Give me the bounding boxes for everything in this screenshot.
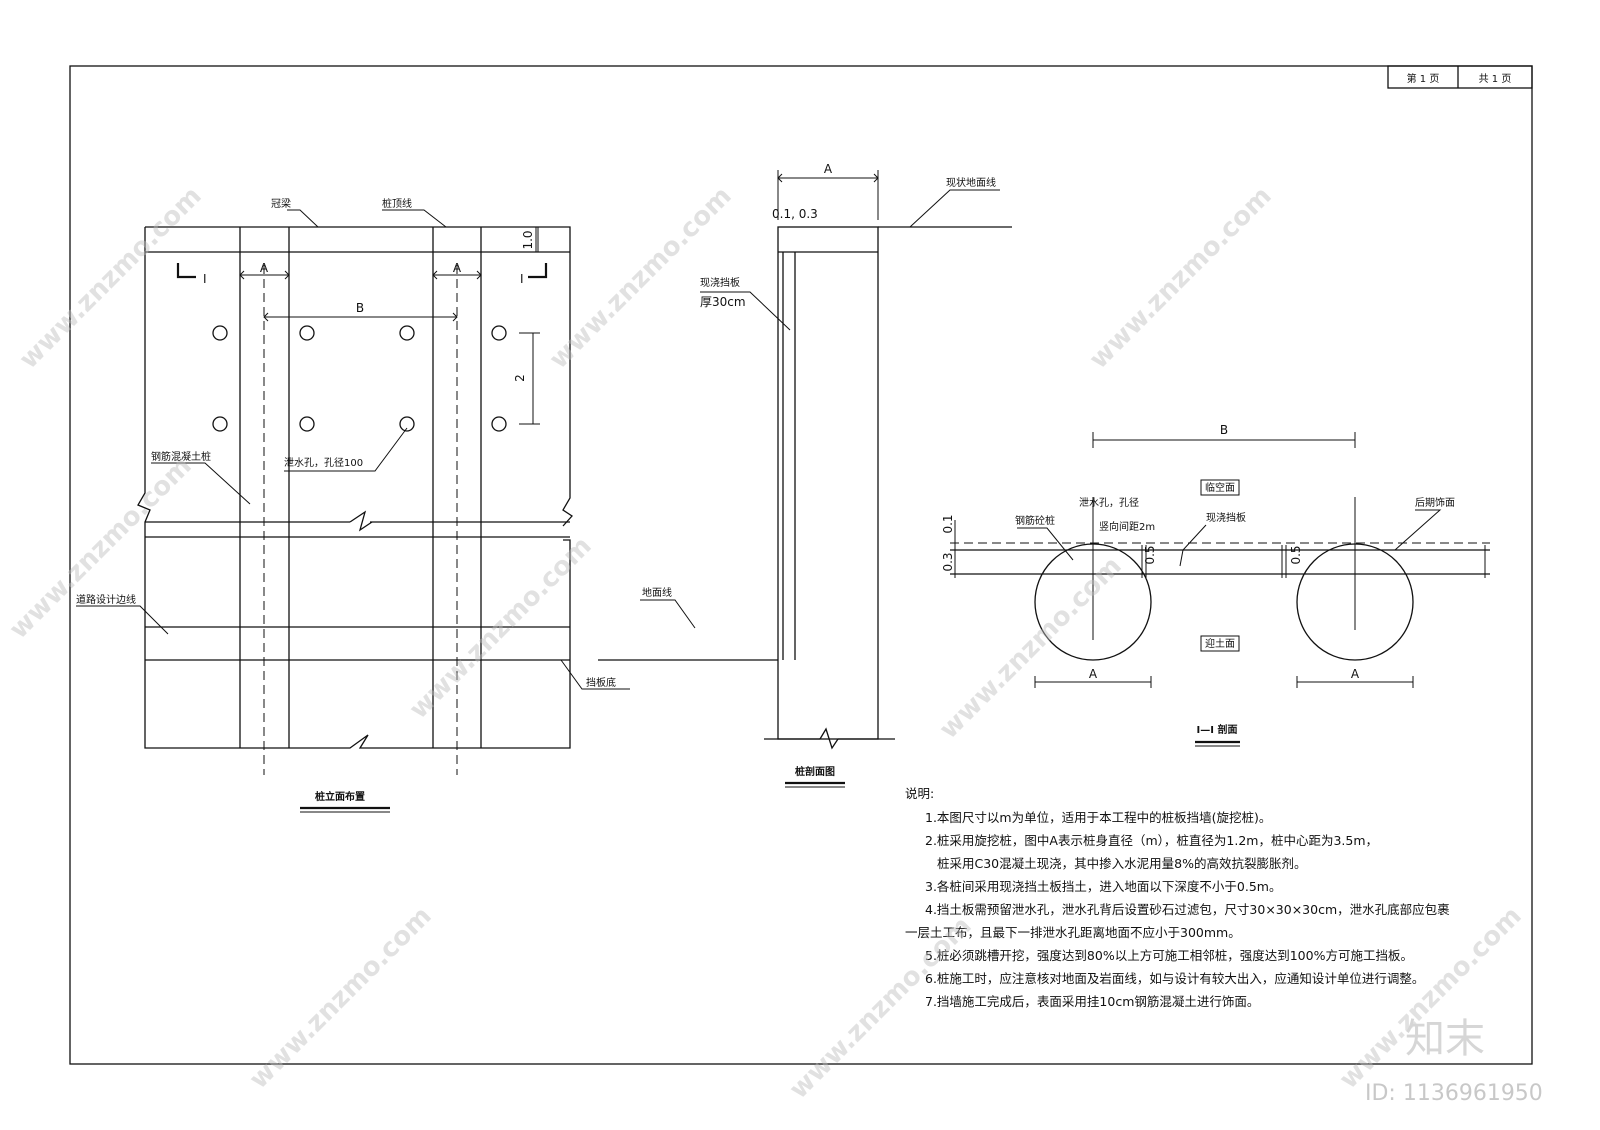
watermark-text: www.znzmo.com bbox=[4, 451, 198, 645]
label-rc-pile: 钢筋混凝土桩 bbox=[151, 450, 211, 463]
drain-hole bbox=[212, 325, 228, 341]
plan-section: B A A 0.1 0.3 0.5 0.5 钢筋砼桩 泄水孔，孔径 竖向间距2m… bbox=[941, 423, 1490, 747]
dim-section-small: 0.1, 0.3 bbox=[772, 207, 818, 221]
section-mark-left: I bbox=[203, 272, 207, 286]
note-line: 3.各桩间采用现浇挡土板挡土，进入地面以下深度不小于0.5m。 bbox=[925, 879, 1281, 894]
drain-hole bbox=[399, 325, 415, 341]
title-elevation: 桩立面布置 bbox=[315, 790, 365, 803]
section-mark-right: I bbox=[520, 272, 524, 286]
drain-hole bbox=[299, 416, 315, 432]
watermark-text: www.znzmo.com bbox=[244, 901, 438, 1095]
watermarks: www.znzmo.com www.znzmo.com www.znzmo.co… bbox=[4, 181, 1543, 1106]
dim-a-right: A bbox=[453, 261, 462, 275]
label-soil-face: 迎土面 bbox=[1205, 637, 1235, 650]
label-cast-board: 现浇挡板 bbox=[700, 276, 740, 289]
label-plan-rc-pile: 钢筋砼桩 bbox=[1015, 514, 1055, 527]
page-number: 第 1 页 bbox=[1407, 72, 1440, 85]
dim-plan-0-1: 0.1 bbox=[941, 514, 955, 533]
label-existing-ground: 现状地面线 bbox=[946, 176, 996, 189]
pile-section: 现状地面线 地面线 现浇挡板 厚30cm A 0.1, 0.3 桩剖面图 bbox=[598, 162, 1012, 788]
dim-plan-0-3: 0.3 bbox=[941, 552, 955, 571]
page-total: 共 1 页 bbox=[1479, 73, 1512, 85]
label-drain-hole: 泄水孔，孔径100 bbox=[284, 456, 363, 469]
note-line: 5.桩必须跳槽开挖，强度达到80%以上方可施工相邻桩，强度达到100%方可施工挡… bbox=[925, 948, 1413, 963]
title-plan-section: I—I 剖面 bbox=[1197, 723, 1238, 736]
dim-a-left: A bbox=[260, 261, 269, 275]
pile-elevation: A A B 2 1.0 I I 冠梁 桩顶线 钢筋混凝土桩 泄水孔，孔径100 … bbox=[76, 197, 630, 813]
note-line: 桩采用C30混凝土现浇，其中掺入水泥用量8%的高效抗裂膨胀剂。 bbox=[937, 856, 1306, 871]
dim-plan-b: B bbox=[1220, 423, 1228, 437]
label-thickness: 厚30cm bbox=[700, 295, 746, 309]
watermark-text: www.znzmo.com bbox=[1084, 181, 1278, 375]
watermark-text: www.znzmo.com bbox=[1334, 901, 1528, 1095]
notes: 说明: 1.本图尺寸以m为单位，适用于本工程中的桩板挡墙(旋挖桩)。 2.桩采用… bbox=[905, 786, 1450, 1009]
label-board-bottom: 挡板底 bbox=[586, 676, 616, 689]
drain-hole bbox=[491, 325, 507, 341]
label-plan-cast-board: 现浇挡板 bbox=[1206, 511, 1246, 524]
brand-id: ID: 1136961950 bbox=[1365, 1081, 1543, 1106]
dim-section-a: A bbox=[824, 162, 833, 176]
drain-hole bbox=[299, 325, 315, 341]
note-line: 4.挡土板需预留泄水孔，泄水孔背后设置砂石过滤包，尺寸30×30×30cm，泄水… bbox=[925, 902, 1450, 917]
dim-plan-a-left: A bbox=[1089, 667, 1098, 681]
label-plan-vertical-spacing: 竖向间距2m bbox=[1099, 520, 1155, 533]
title-pile-section: 桩剖面图 bbox=[795, 765, 835, 778]
notes-heading: 说明: bbox=[905, 786, 934, 801]
label-crown-beam: 冠梁 bbox=[271, 197, 291, 210]
note-line: 6.桩施工时，应注意核对地面及岩面线，如与设计有较大出入，应通知设计单位进行调整… bbox=[925, 971, 1424, 986]
note-line: 1.本图尺寸以m为单位，适用于本工程中的桩板挡墙(旋挖桩)。 bbox=[925, 810, 1271, 825]
label-pile-top-line: 桩顶线 bbox=[382, 197, 412, 210]
dim-1-0: 1.0 bbox=[521, 230, 535, 249]
label-plan-drain-hole: 泄水孔，孔径 bbox=[1079, 496, 1139, 509]
note-line: 一层土工布，且最下一排泄水孔距离地面不应小于300mm。 bbox=[905, 925, 1241, 940]
note-line: 7.挡墙施工完成后，表面采用挂10cm钢筋混凝土进行饰面。 bbox=[925, 994, 1259, 1009]
label-finish-face: 后期饰面 bbox=[1415, 496, 1455, 509]
sheet-frame bbox=[69, 65, 1533, 1065]
dim-plan-gap-left: 0.5 bbox=[1143, 545, 1157, 564]
dim-b: B bbox=[356, 301, 364, 315]
page-box: 第 1 页 共 1 页 bbox=[1387, 65, 1533, 89]
brand-logo: 知末 bbox=[1405, 1016, 1485, 1062]
drain-hole bbox=[491, 416, 507, 432]
watermark-text: www.znzmo.com bbox=[934, 551, 1128, 745]
dim-vertical-2: 2 bbox=[513, 374, 527, 382]
label-road-line: 道路设计边线 bbox=[76, 593, 136, 606]
note-line: 2.桩采用旋挖桩，图中A表示桩身直径（m），桩直径为1.2m，桩中心距为3.5m… bbox=[925, 833, 1378, 848]
drain-hole bbox=[212, 416, 228, 432]
dim-plan-a-right: A bbox=[1351, 667, 1360, 681]
label-air-face: 临空面 bbox=[1205, 481, 1235, 494]
dim-plan-gap-right: 0.5 bbox=[1289, 545, 1303, 564]
drain-hole bbox=[399, 416, 415, 432]
label-ground-line: 地面线 bbox=[642, 586, 672, 599]
